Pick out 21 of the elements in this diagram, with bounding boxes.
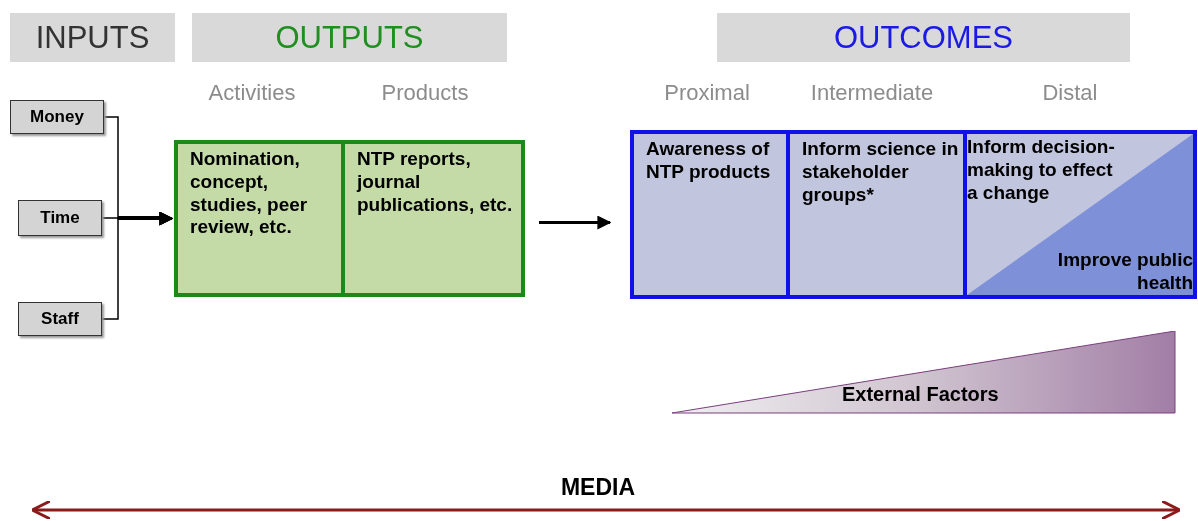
section-header: OUTPUTS <box>192 13 507 62</box>
column-heading: Intermediate <box>809 80 935 106</box>
column-heading: Distal <box>1041 80 1099 106</box>
box-text: Inform science in stakeholder groups* <box>802 138 960 207</box>
box-text: Awareness of NTP products <box>646 138 772 184</box>
column-heading: Products <box>380 80 470 106</box>
section-header: INPUTS <box>10 13 175 62</box>
arrow <box>539 215 612 230</box>
column-heading: Activities <box>207 80 297 106</box>
box-text: Inform decision-making to effect a change <box>967 136 1116 205</box>
column-heading: Proximal <box>663 80 751 106</box>
box-text: NTP reports, journal publications, etc. <box>357 148 514 217</box>
box-text: Nomination, concept, studies, peer review, etc. <box>190 148 309 240</box>
input-box: Time <box>18 200 102 236</box>
input-box: Money <box>10 100 104 134</box>
input-box: Staff <box>18 302 102 336</box>
span-label: MEDIA <box>559 474 637 501</box>
box-text: Improve public health <box>1056 249 1193 295</box>
section-header: OUTCOMES <box>717 13 1130 62</box>
wedge-label: External Factors <box>842 383 999 406</box>
arrow <box>101 211 174 320</box>
